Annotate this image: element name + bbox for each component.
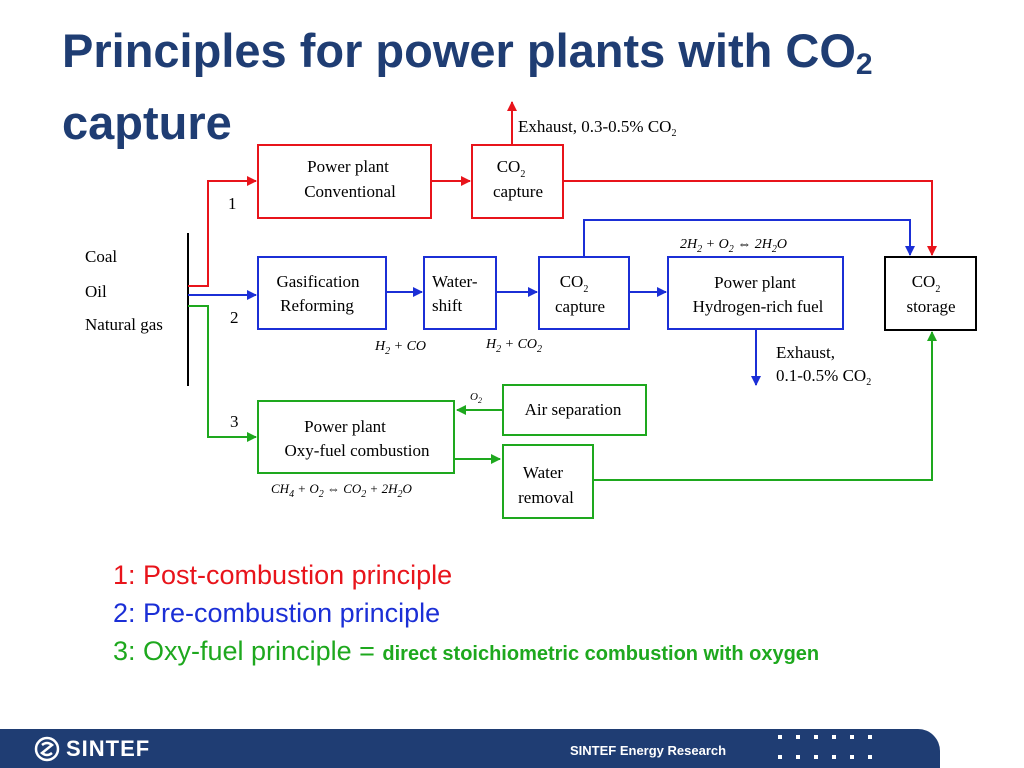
box-power-plant-oxyfuel-line2: Oxy-fuel combustion bbox=[285, 441, 430, 460]
box-co2-capture-1-line2: capture bbox=[493, 182, 543, 201]
sintef-logo-icon bbox=[34, 736, 60, 762]
eq-methane-oxyfuel: CH4 + O2 ⇔ CO2 + 2H2O bbox=[271, 481, 412, 500]
box-water-removal-line1: Water bbox=[523, 463, 563, 482]
box-water-removal bbox=[502, 444, 594, 519]
sintef-logo: SINTEF bbox=[34, 736, 150, 762]
eq-h2-co: H2 + CO bbox=[374, 339, 426, 357]
box-co2-storage bbox=[884, 256, 977, 331]
box-co2-capture-2-line1: CO2 bbox=[560, 272, 589, 295]
route-number-2: 2 bbox=[230, 308, 239, 327]
fuel-oil: Oil bbox=[85, 282, 107, 301]
box-water-removal-line2: removal bbox=[518, 488, 574, 507]
exhaust-label-2-line1: Exhaust, bbox=[776, 343, 835, 362]
eq-hydrogen-combustion: 2H2 + O2 ⇔ 2H2O bbox=[680, 237, 787, 255]
green-arrow-fuel-to-oxyplant bbox=[188, 305, 257, 442]
legend-post-combustion: 1: Post-combustion principle bbox=[113, 560, 453, 590]
box-co2-capture-2-line2: capture bbox=[555, 297, 605, 316]
legend-pre-combustion: 2: Pre-combustion principle bbox=[113, 598, 441, 628]
box-water-shift bbox=[423, 256, 497, 330]
box-co2-storage-line2: storage bbox=[906, 297, 955, 316]
legend-oxy-fuel: 3: Oxy-fuel principle = direct stoichiom… bbox=[113, 636, 820, 666]
box-co2-storage-line1: CO2 bbox=[912, 272, 941, 295]
box-power-plant-conventional bbox=[257, 144, 432, 219]
exhaust-label-1: Exhaust, 0.3-0.5% CO2 bbox=[518, 117, 676, 139]
exhaust-label-2-line2: 0.1-0.5% CO2 bbox=[776, 366, 871, 388]
blue-arrow-capture-to-storage bbox=[583, 219, 915, 257]
box-air-separation-label: Air separation bbox=[525, 400, 622, 419]
process-diagram: Coal Oil Natural gas 1 2 3 Power plant C… bbox=[85, 101, 977, 519]
fuel-coal: Coal bbox=[85, 247, 117, 266]
box-power-plant-hydrogen bbox=[667, 256, 844, 330]
route-number-1: 1 bbox=[228, 194, 237, 213]
route-number-3: 3 bbox=[230, 412, 239, 431]
box-co2-capture-1-line1: CO2 bbox=[497, 157, 526, 180]
box-air-separation bbox=[502, 384, 647, 436]
red-arrow-capture-to-storage bbox=[563, 180, 937, 256]
box-gasification-line2: Reforming bbox=[280, 296, 354, 315]
footer-org-name: SINTEF Energy Research bbox=[570, 743, 727, 758]
eq-h2-co2: H2 + CO2 bbox=[485, 337, 542, 355]
green-arrow-water-removal-to-storage bbox=[593, 331, 937, 481]
box-power-plant-oxyfuel-line1: Power plant bbox=[304, 417, 386, 436]
box-power-plant-oxyfuel bbox=[257, 400, 455, 474]
box-water-shift-line1: Water- bbox=[432, 272, 478, 291]
box-power-plant-conventional-line2: Conventional bbox=[304, 182, 396, 201]
red-arrow-fuel-to-plant bbox=[188, 176, 257, 287]
box-gasification-reforming bbox=[257, 256, 387, 330]
footer-bar: SINTEF SINTEF Energy Research bbox=[0, 729, 940, 768]
box-power-plant-conventional-line1: Power plant bbox=[307, 157, 389, 176]
legend: 1: Post-combustion principle 2: Pre-comb… bbox=[113, 556, 819, 673]
eq-o2: O2 bbox=[470, 391, 482, 405]
box-power-plant-hydrogen-line2: Hydrogen-rich fuel bbox=[693, 297, 824, 316]
box-power-plant-hydrogen-line1: Power plant bbox=[714, 273, 796, 292]
footer-dots-decoration bbox=[778, 735, 872, 759]
box-water-shift-line2: shift bbox=[432, 296, 463, 315]
box-gasification-line1: Gasification bbox=[276, 272, 360, 291]
fuel-natural-gas: Natural gas bbox=[85, 315, 163, 334]
